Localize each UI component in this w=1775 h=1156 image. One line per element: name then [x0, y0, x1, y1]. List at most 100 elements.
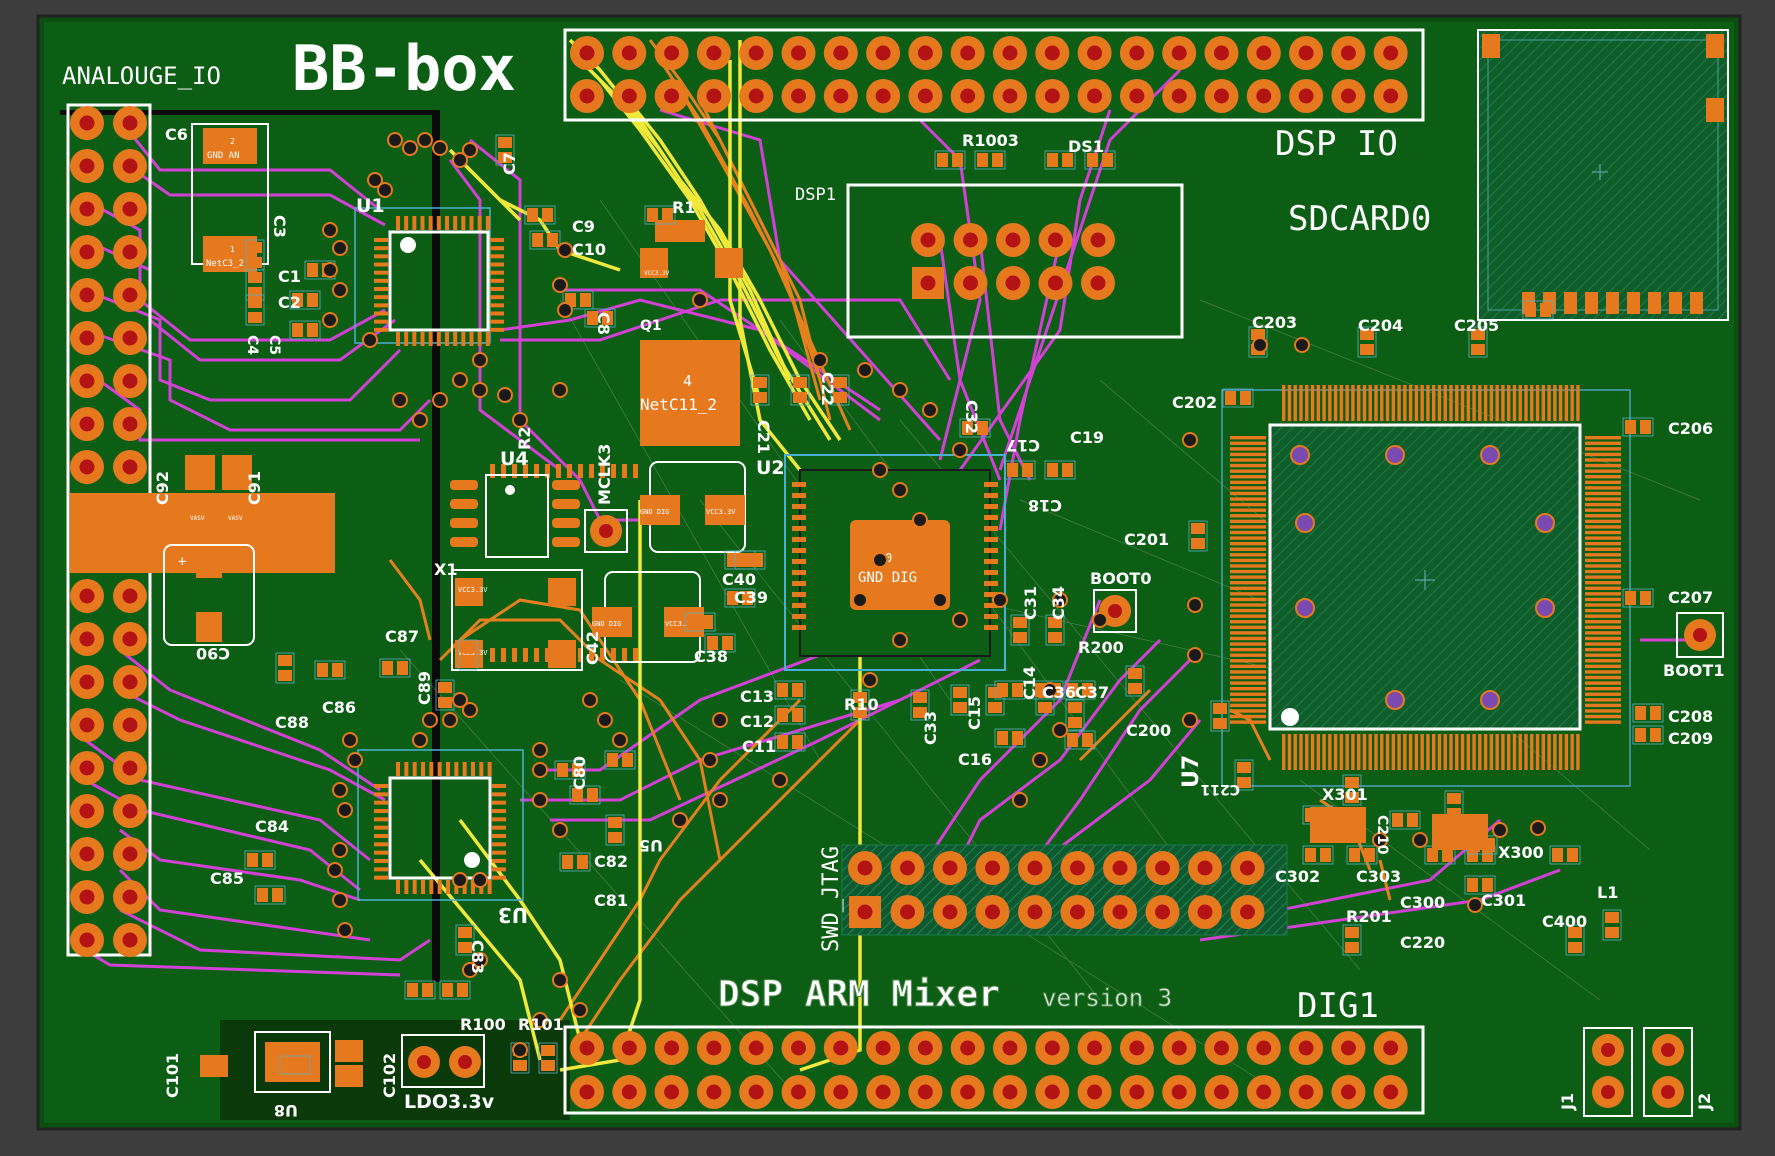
refdes-c89: C89 — [415, 671, 434, 705]
sdcard-holder[interactable] — [1477, 29, 1729, 321]
refdes-c32: C32 — [962, 400, 981, 434]
refdes-c208: C208 — [1668, 707, 1713, 726]
refdes-r10: R10 — [844, 695, 879, 714]
dsp1-header[interactable] — [846, 183, 1184, 339]
refdes-r1003: R1003 — [962, 131, 1019, 150]
refdes-u2: U2 — [756, 457, 785, 479]
refdes-c88: C88 — [275, 713, 309, 732]
refdes-c82: C82 — [594, 852, 628, 871]
refdes-c204: C204 — [1358, 316, 1403, 335]
silkscreen-text: BB-box ANALOUGE_IO DSP IO SDCARD0 DIG1 D… — [62, 32, 1431, 1113]
refdes-c22: C22 — [818, 372, 837, 406]
c41-electrolytic[interactable]: GND DIG VCC3.3V — [640, 461, 746, 553]
refdes-c16: C16 — [958, 750, 992, 769]
refdes-l1: L1 — [1597, 883, 1618, 902]
refdes-r100: R100 — [460, 1015, 506, 1034]
j1-jumper[interactable] — [1583, 1027, 1633, 1117]
refdes-c7: C7 — [500, 152, 519, 175]
refdes-c101: C101 — [163, 1053, 182, 1098]
footer-version: version 3 — [1042, 984, 1172, 1012]
c6-pad-num: 2 — [230, 137, 235, 146]
refdes-boot1: BOOT1 — [1663, 661, 1724, 680]
sdcard-label: SDCARD0 — [1288, 199, 1431, 239]
x1-vcc-label-1: VCC3.3V — [458, 586, 488, 594]
q1-regulator[interactable]: 4 NetC11_2 VCC3.3V — [640, 220, 743, 446]
refdes-c201: C201 — [1124, 530, 1169, 549]
refdes-c206: C206 — [1668, 419, 1713, 438]
refdes-c38: C38 — [694, 647, 728, 666]
refdes-c15: C15 — [965, 696, 984, 730]
mclk3-testpoint[interactable] — [584, 509, 628, 553]
refdes-c1: C1 — [278, 267, 301, 286]
refdes-x1: X1 — [434, 560, 457, 579]
refdes-boot0: BOOT0 — [1090, 569, 1151, 588]
refdes-c42: C42 — [583, 631, 602, 665]
refdes-c21: C21 — [754, 420, 773, 454]
u2-pad-num: 0 — [885, 551, 892, 565]
u7-mcu-qfp[interactable] — [1221, 385, 1631, 787]
boot1-jumper[interactable] — [1676, 612, 1724, 658]
refdes-r1: R1 — [672, 198, 695, 217]
dsp-io-header[interactable] — [563, 28, 1425, 122]
u3-dac-qfp[interactable] — [357, 749, 524, 901]
refdes-c211: C211 — [1201, 781, 1241, 797]
refdes-c34: C34 — [1049, 586, 1068, 620]
refdes-c91: C91 — [245, 471, 264, 505]
refdes-c81: C81 — [594, 891, 628, 910]
dig1-header[interactable] — [563, 1025, 1425, 1115]
refdes-c80: C80 — [570, 756, 589, 790]
vias — [322, 132, 1546, 1058]
c42-gnd-label: GND DIG — [592, 620, 622, 628]
refdes-u7: U7 — [1179, 755, 1204, 788]
refdes-c5: C5 — [266, 335, 282, 355]
refdes-c202: C202 — [1172, 393, 1217, 412]
vasv-label-1: VASV — [190, 515, 205, 522]
c6-gnd-label: GND AN — [207, 151, 240, 161]
refdes-x301: X301 — [1322, 785, 1368, 804]
refdes-c200: C200 — [1126, 721, 1171, 740]
refdes-r201: R201 — [1346, 907, 1392, 926]
c90-electrolytic[interactable]: + — [163, 544, 255, 646]
u4-oscillator[interactable] — [450, 474, 580, 558]
refdes-c36: C36 — [1042, 683, 1076, 702]
refdes-c3: C3 — [270, 215, 289, 238]
board-title: BB-box — [292, 32, 516, 105]
refdes-c13: C13 — [740, 687, 774, 706]
u1-adc-qfp[interactable] — [354, 207, 504, 346]
refdes-c39: C39 — [734, 588, 768, 607]
keepout-strip-top — [60, 110, 440, 115]
refdes-r2: R2 — [515, 427, 534, 450]
dig1-label: DIG1 — [1297, 986, 1379, 1026]
refdes-q1: Q1 — [640, 318, 662, 334]
j2-jumper[interactable] — [1643, 1027, 1693, 1117]
refdes-u3: U3 — [498, 903, 528, 927]
refdes-j2: J2 — [1695, 1093, 1714, 1111]
q1-vcc-label: VCC3.3V — [644, 270, 670, 277]
refdes-r200: R200 — [1078, 638, 1124, 657]
refdes-x300: X300 — [1498, 843, 1544, 862]
refdes-c102: C102 — [380, 1053, 399, 1098]
c41-gnd-label: GND DIG — [640, 508, 670, 516]
refdes-c86: C86 — [322, 698, 356, 717]
refdes-c31: C31 — [1021, 586, 1040, 620]
refdes-c85: C85 — [210, 869, 244, 888]
refdes-u8: U8 — [274, 1101, 298, 1120]
refdes-c17: C17 — [1006, 436, 1040, 455]
swd-jtag-header[interactable] — [841, 844, 1288, 936]
vasv-label-2: VASV — [228, 515, 243, 522]
refdes-c4: C4 — [244, 335, 260, 355]
refdes-u1: U1 — [356, 195, 385, 217]
refdes-c220: C220 — [1400, 933, 1445, 952]
refdes-c6: C6 — [165, 125, 188, 144]
refdes-c300: C300 — [1400, 893, 1445, 912]
refdes-c84: C84 — [255, 817, 289, 836]
footer-title: DSP ARM Mixer — [718, 974, 1000, 1015]
refdes-c9: C9 — [572, 217, 595, 236]
ldo-jumper[interactable] — [401, 1034, 485, 1088]
refdes-r101: R101 — [518, 1015, 564, 1034]
c90-plus: + — [178, 554, 186, 570]
refdes-c19: C19 — [1070, 428, 1104, 447]
